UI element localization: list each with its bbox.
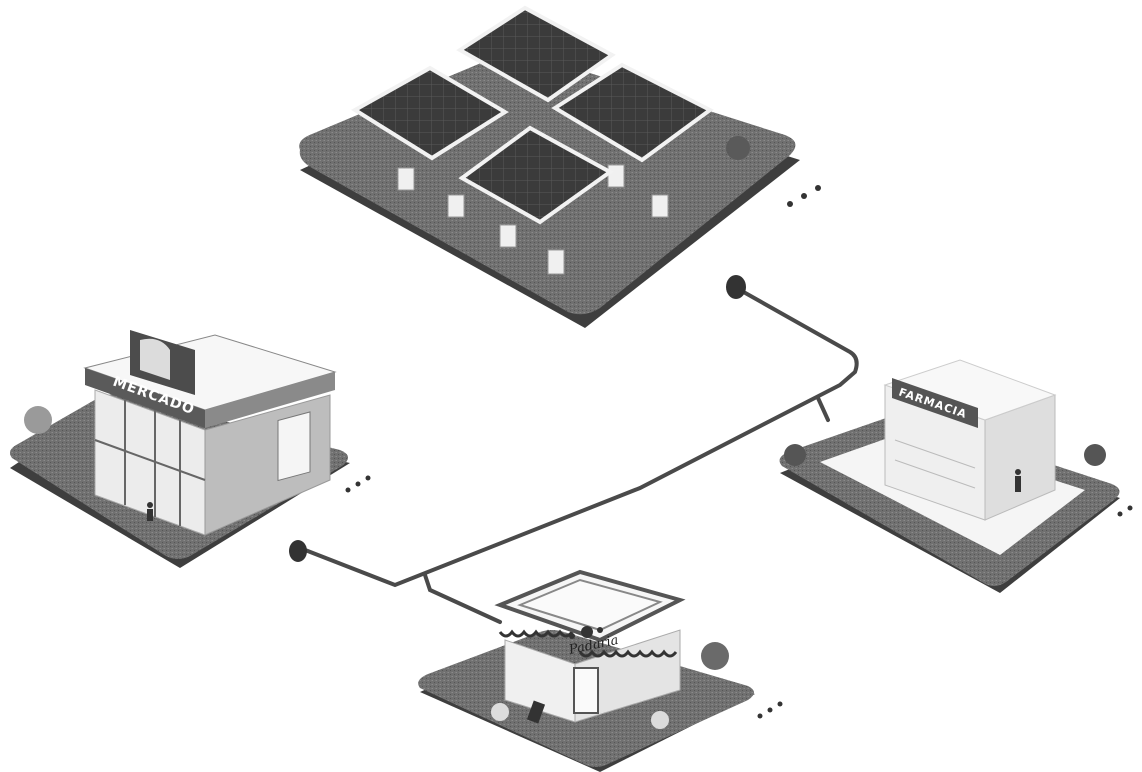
ellipsis-dots (758, 702, 783, 719)
market-door (278, 412, 310, 481)
market-building: MERCADO (10, 330, 371, 568)
pharmacy-building: FARMACIA (780, 360, 1133, 593)
ellipsis-dots (787, 185, 821, 207)
cable-bakery-branch (425, 575, 500, 622)
cable-pharmacy-branch (818, 398, 828, 420)
person-icon (147, 502, 153, 521)
ellipsis-dots (1118, 506, 1133, 517)
bakery-door (574, 668, 598, 713)
person-icon (1015, 469, 1021, 492)
shrub (24, 406, 52, 434)
table (491, 703, 509, 721)
shrub (701, 642, 729, 670)
ellipsis-dots (346, 476, 371, 493)
table (651, 711, 669, 729)
cable-ends (289, 275, 746, 562)
shrub (1084, 444, 1106, 466)
bakery-building: Padaria (418, 572, 782, 772)
cable-main (300, 290, 857, 585)
shrub (726, 136, 750, 160)
shrub (784, 444, 806, 466)
